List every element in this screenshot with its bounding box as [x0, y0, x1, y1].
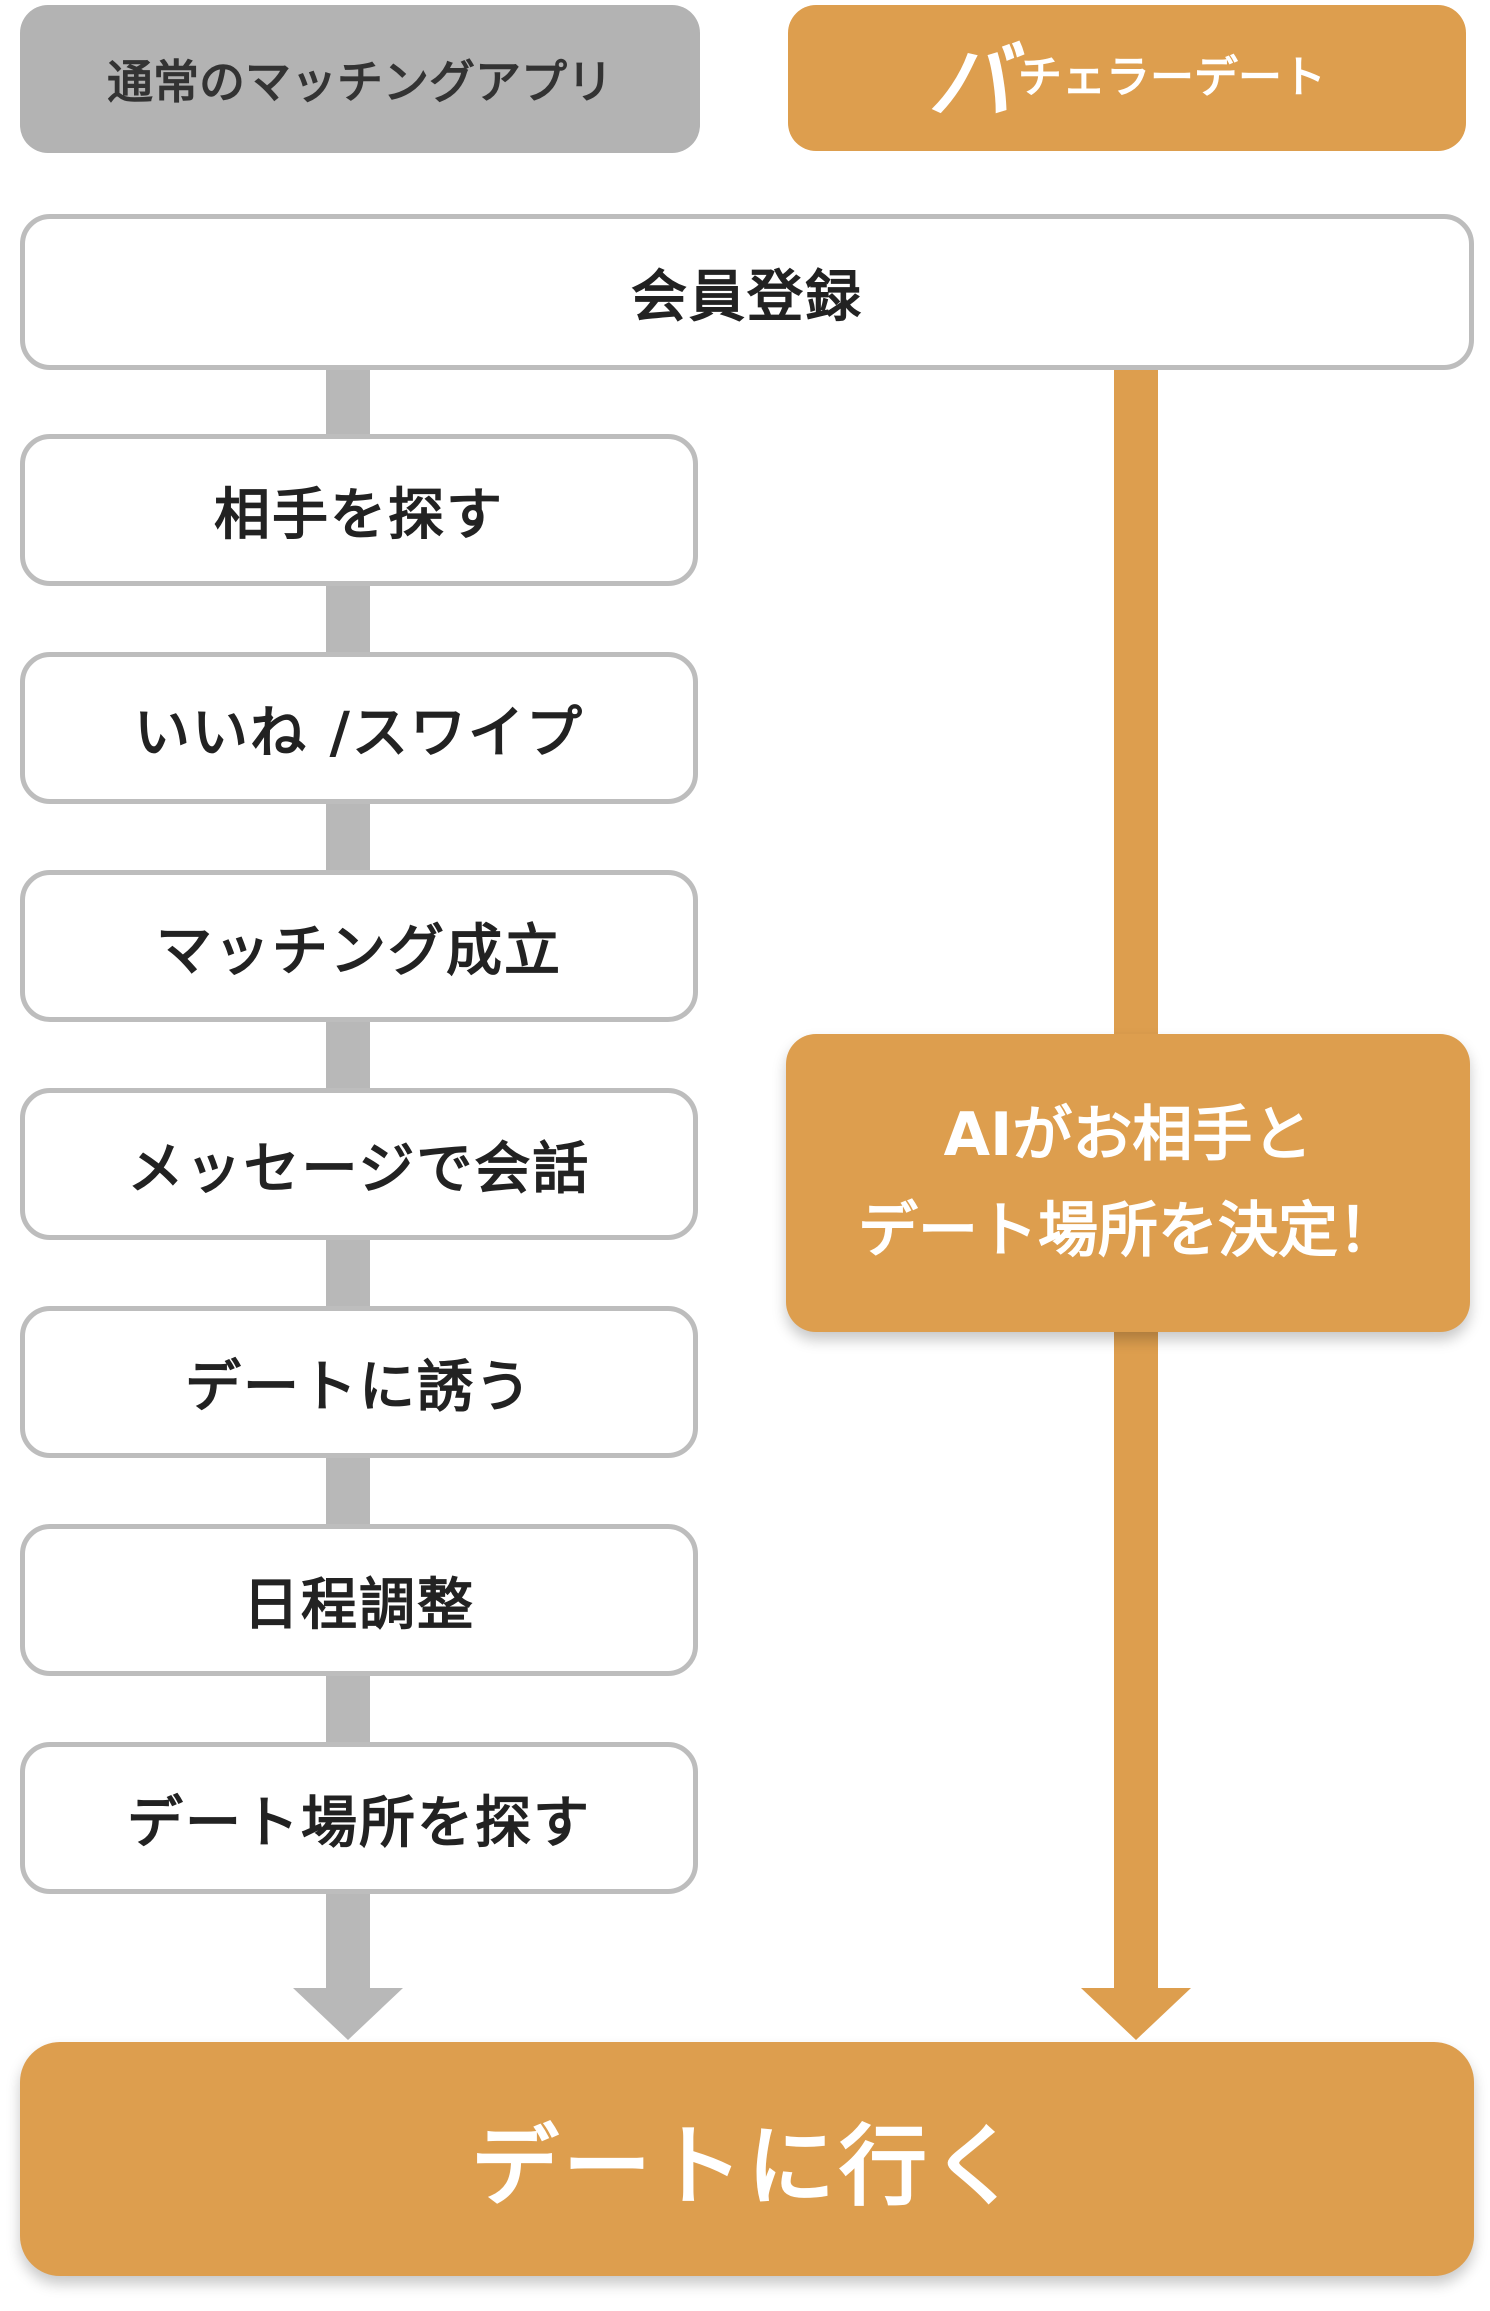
step-go-on-date-label: デートに行く	[470, 2114, 1023, 2218]
connector-step2-to-step3	[326, 802, 370, 872]
step-find-location: デート場所を探す	[20, 1742, 698, 1894]
step-find-partner: 相手を探す	[20, 434, 698, 586]
orange-arrow-head	[1081, 1988, 1191, 2040]
connector-step5-to-step6	[326, 1456, 370, 1526]
step-schedule: 日程調整	[20, 1524, 698, 1676]
step-label: いいね /スワイプ	[134, 700, 584, 766]
header-bachelor-date-rest: チェラーデート	[1018, 52, 1326, 103]
connector-step1-to-step2	[326, 584, 370, 654]
gray-arrow-head	[293, 1988, 403, 2040]
connector-step6-to-step7	[326, 1674, 370, 1744]
header-regular-apps-label: 通常のマッチングアプリ	[107, 55, 613, 109]
header-bachelor-date-initial: バ	[927, 33, 1012, 131]
header-regular-apps: 通常のマッチングアプリ	[20, 5, 700, 153]
step-register: 会員登録	[20, 214, 1474, 370]
connector-register-to-step1	[326, 368, 370, 436]
step-message: メッセージで会話	[20, 1088, 698, 1240]
orange-arrow-shaft	[1114, 1330, 1158, 1990]
step-label: デートに誘う	[185, 1354, 533, 1420]
step-label: 日程調整	[243, 1572, 475, 1638]
step-label: 相手を探す	[214, 482, 504, 548]
header-bachelor-date: バ チェラーデート	[788, 5, 1466, 151]
ai-decision-line2: デート場所を決定！	[858, 1196, 1398, 1266]
connector-register-to-ai	[1114, 370, 1158, 1036]
step-go-on-date: デートに行く	[20, 2042, 1474, 2276]
step-register-label: 会員登録	[631, 264, 863, 330]
ai-decision-line1: AIがお相手と	[943, 1100, 1313, 1170]
step-invite-date: デートに誘う	[20, 1306, 698, 1458]
step-label: デート場所を探す	[127, 1790, 591, 1856]
gray-arrow-shaft	[326, 1892, 370, 1990]
step-label: メッセージで会話	[127, 1136, 591, 1202]
ai-decision-box: AIがお相手と デート場所を決定！	[786, 1034, 1470, 1332]
step-like-swipe: いいね /スワイプ	[20, 652, 698, 804]
connector-step3-to-step4	[326, 1020, 370, 1090]
connector-step4-to-step5	[326, 1238, 370, 1308]
step-match: マッチング成立	[20, 870, 698, 1022]
step-label: マッチング成立	[156, 918, 562, 984]
